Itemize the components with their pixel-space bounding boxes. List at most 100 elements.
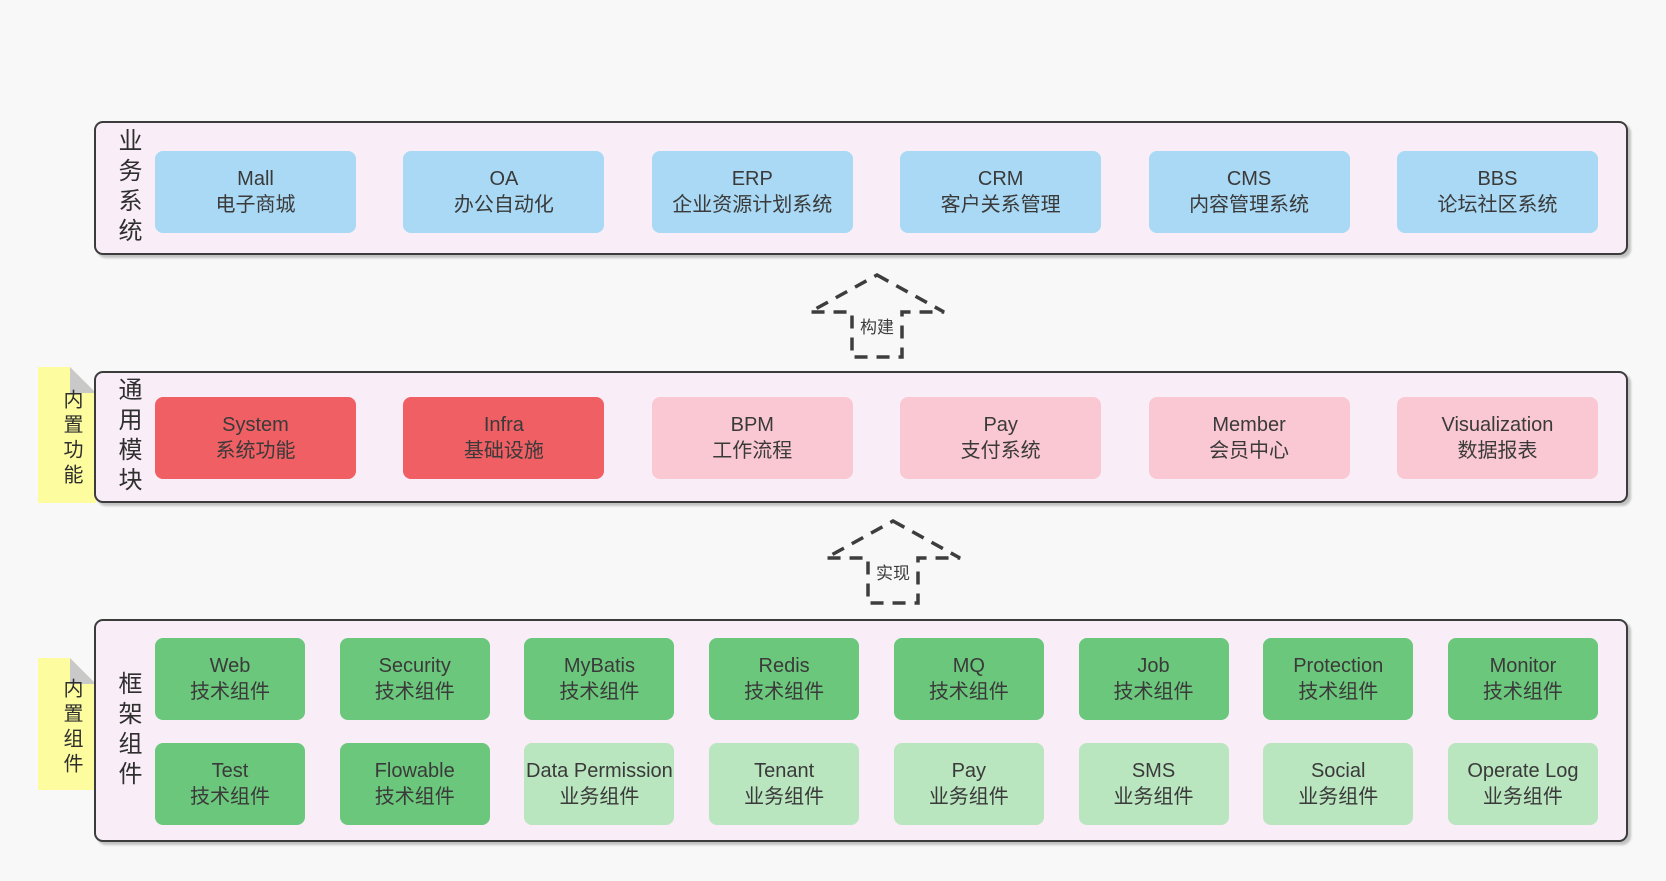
box-subtitle: 系统功能 [215,440,296,462]
box-title: CMS [1226,168,1272,190]
box-title: System [222,414,289,436]
box-subtitle: 技术组件 [928,681,1009,703]
sticky-note-builtin-features: 内置功能 [38,367,96,503]
box-subtitle: 基础设施 [463,440,544,462]
box-flowable: Flowable 技术组件 [339,743,490,825]
box-subtitle: 企业资源计划系统 [672,194,833,216]
arrow-label-wrap: 实现 [823,558,963,585]
box-subtitle: 办公自动化 [453,194,554,216]
box-title: Mall [237,168,274,190]
box-member: Member 会员中心 [1148,397,1350,479]
layer-title: 通用模块 [114,377,141,497]
box-visualization: Visualization 数据报表 [1396,397,1598,479]
box-data-permission: Data Permission 业务组件 [524,743,675,825]
box-title: OA [489,168,519,190]
arrow-build: 构建 [807,272,947,360]
box-protection: Protection 技术组件 [1263,638,1414,720]
sticky-note-builtin-components: 内置组件 [38,658,96,790]
box-subtitle: 技术组件 [1113,681,1194,703]
arrow-label: 实现 [872,558,914,585]
box-system: System 系统功能 [155,397,356,479]
sticky-note-shape [38,658,96,790]
box-title: Pay [951,760,987,782]
box-erp: ERP 企业资源计划系统 [651,151,853,233]
arrow-label-wrap: 构建 [807,312,947,339]
box-sms: SMS 业务组件 [1078,743,1229,825]
box-social: Social 业务组件 [1263,743,1414,825]
box-web: Web 技术组件 [155,638,305,720]
layer-framework-components: 框架组件 Web 技术组件 Security 技术组件 MyBatis 技术组件… [94,619,1628,842]
box-title: ERP [731,168,773,190]
box-title: Monitor [1489,655,1557,677]
box-title: Job [1137,655,1170,677]
box-mybatis: MyBatis 技术组件 [524,638,675,720]
box-subtitle: 业务组件 [1298,786,1379,808]
box-test: Test 技术组件 [155,743,305,825]
components-box-row-2: Test 技术组件 Flowable 技术组件 Data Permission … [155,743,1598,825]
box-subtitle: 业务组件 [559,786,640,808]
up-arrow-icon [809,273,945,359]
box-subtitle: 技术组件 [1482,681,1563,703]
box-title: Tenant [754,760,815,782]
box-oa: OA 办公自动化 [403,151,605,233]
box-subtitle: 业务组件 [928,786,1009,808]
box-crm: CRM 客户关系管理 [900,151,1102,233]
box-title: MQ [952,655,985,677]
box-tenant: Tenant 业务组件 [709,743,860,825]
box-title: Infra [483,414,524,436]
sticky-note-label: 内置组件 [60,678,82,778]
box-subtitle: 内容管理系统 [1189,194,1310,216]
box-title: Protection [1293,655,1384,677]
box-mall: Mall 电子商城 [155,151,356,233]
box-bbs: BBS 论坛社区系统 [1396,151,1598,233]
sticky-note-shape [38,367,96,503]
box-redis: Redis 技术组件 [709,638,860,720]
modules-box-row: System 系统功能 Infra 基础设施 BPM 工作流程 Pay 支付系统… [155,397,1598,479]
box-operate-log: Operate Log 业务组件 [1447,743,1598,825]
box-subtitle: 电子商城 [215,194,296,216]
box-subtitle: 会员中心 [1209,440,1290,462]
box-title: Operate Log [1467,760,1579,782]
box-job: Job 技术组件 [1078,638,1229,720]
box-title: Member [1212,414,1286,436]
box-title: BBS [1477,168,1518,190]
box-subtitle: 技术组件 [559,681,640,703]
box-subtitle: 客户关系管理 [940,194,1061,216]
box-subtitle: 技术组件 [1298,681,1379,703]
box-subtitle: 业务组件 [1113,786,1194,808]
layer-business-systems: 业务系统 Mall 电子商城 OA 办公自动化 ERP 企业资源计划系统 CRM… [94,121,1628,255]
box-subtitle: 业务组件 [1482,786,1563,808]
box-subtitle: 数据报表 [1457,440,1538,462]
box-subtitle: 业务组件 [744,786,825,808]
layer-title: 业务系统 [114,128,141,248]
box-subtitle: 论坛社区系统 [1437,194,1558,216]
box-title: BPM [730,414,774,436]
box-subtitle: 支付系统 [960,440,1041,462]
box-bpm: BPM 工作流程 [651,397,853,479]
box-pay: Pay 支付系统 [900,397,1102,479]
box-security: Security 技术组件 [339,638,490,720]
box-subtitle: 技术组件 [374,786,455,808]
box-title: Test [211,760,249,782]
business-box-row: Mall 电子商城 OA 办公自动化 ERP 企业资源计划系统 CRM 客户关系… [155,151,1598,233]
box-pay-biz: Pay 业务组件 [893,743,1044,825]
box-title: Flowable [374,760,455,782]
box-title: Pay [983,414,1018,436]
box-title: Redis [758,655,810,677]
box-cms: CMS 内容管理系统 [1148,151,1350,233]
components-box-row-1: Web 技术组件 Security 技术组件 MyBatis 技术组件 Redi… [155,638,1598,720]
box-title: Visualization [1441,414,1554,436]
box-subtitle: 技术组件 [744,681,825,703]
box-infra: Infra 基础设施 [403,397,605,479]
box-subtitle: 工作流程 [712,440,793,462]
box-subtitle: 技术组件 [374,681,455,703]
box-subtitle: 技术组件 [190,786,270,808]
arrow-label: 构建 [856,312,898,339]
box-monitor: Monitor 技术组件 [1447,638,1598,720]
box-subtitle: 技术组件 [190,681,270,703]
box-mq: MQ 技术组件 [893,638,1044,720]
box-title: MyBatis [563,655,635,677]
layer-title: 框架组件 [114,670,141,791]
arrow-implement: 实现 [823,518,963,606]
